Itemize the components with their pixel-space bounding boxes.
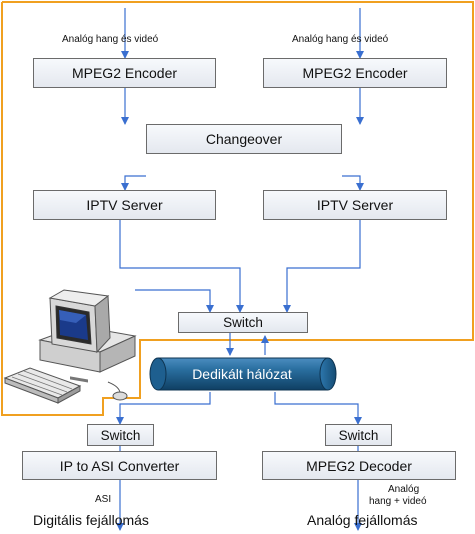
output-digital-headend: Digitális fejállomás bbox=[33, 512, 149, 528]
arrow-network-switch-right bbox=[274, 392, 362, 425]
network-label: Dedikált hálózat bbox=[192, 366, 292, 382]
arrow-network-switch-left bbox=[116, 392, 211, 425]
ip-to-asi-converter: IP to ASI Converter bbox=[22, 451, 217, 480]
mpeg2-decoder: MPEG2 Decoder bbox=[262, 451, 456, 480]
headend-frame bbox=[1, 1, 474, 416]
arrow-changeover-iptv-left bbox=[121, 175, 146, 191]
output-analog-label-1: Analóg bbox=[388, 484, 420, 495]
changeover-box: Changeover bbox=[146, 124, 342, 154]
input-label-right: Analóg hang és videó bbox=[292, 34, 389, 45]
arrow-changeover-iptv-right bbox=[342, 175, 364, 191]
arrow-iptv-left-switch bbox=[119, 220, 244, 313]
switch-right: Switch bbox=[325, 424, 392, 446]
input-label-left: Analóg hang és videó bbox=[62, 34, 159, 45]
mpeg2-encoder-left: MPEG2 Encoder bbox=[33, 58, 216, 88]
arrow-computer-switch bbox=[135, 289, 214, 313]
mpeg2-encoder-right: MPEG2 Encoder bbox=[263, 58, 447, 88]
iptv-server-left: IPTV Server bbox=[33, 190, 216, 220]
iptv-server-right: IPTV Server bbox=[263, 190, 447, 220]
switch-left: Switch bbox=[87, 424, 154, 446]
network-pipe bbox=[149, 357, 337, 391]
arrow-iptv-right-switch bbox=[283, 220, 361, 313]
output-asi-label: ASI bbox=[95, 494, 112, 505]
output-analog-headend: Analóg fejállomás bbox=[307, 512, 418, 528]
desktop-computer-icon bbox=[3, 289, 137, 404]
switch-main: Switch bbox=[178, 312, 308, 333]
output-analog-label-2: hang + videó bbox=[369, 496, 427, 507]
